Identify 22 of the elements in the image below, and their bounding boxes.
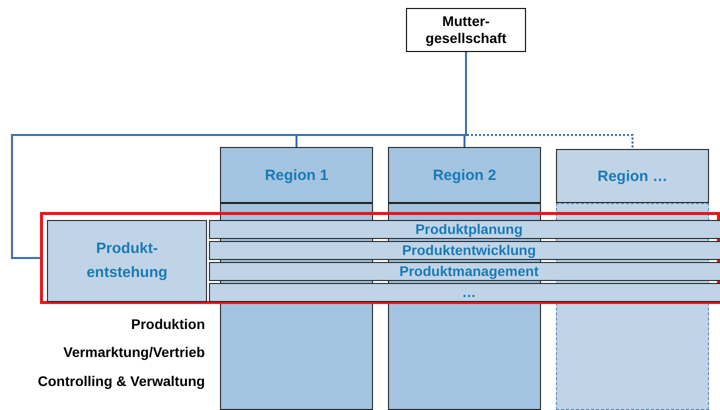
function-box xyxy=(47,220,207,302)
region-label: Region 1 xyxy=(264,166,328,184)
function-label: Vermarktung/Vertrieb xyxy=(63,344,205,360)
region-header-box xyxy=(556,149,709,203)
region-header-box xyxy=(388,147,541,203)
function-bar xyxy=(209,262,720,281)
function-label: Produktplanung xyxy=(415,221,523,238)
function-label: Produkt- entstehung xyxy=(86,239,168,283)
function-label: Controlling & Verwaltung xyxy=(38,373,205,389)
function-label: Produktentwicklung xyxy=(402,242,536,259)
region-label: Region … xyxy=(598,168,668,184)
function-bar xyxy=(209,220,720,239)
region-label: Region 2 xyxy=(432,166,496,184)
function-label: … xyxy=(462,284,476,301)
function-label: Produktmanagement xyxy=(399,263,539,280)
parent-company-box xyxy=(406,8,526,52)
highlight-frame xyxy=(40,212,720,304)
function-bar xyxy=(209,283,720,302)
function-bar xyxy=(209,241,720,260)
parent-company-label: Mutter- gesellschaft xyxy=(424,13,508,47)
region-header-box xyxy=(220,147,373,203)
function-label: Produktion xyxy=(131,316,205,332)
